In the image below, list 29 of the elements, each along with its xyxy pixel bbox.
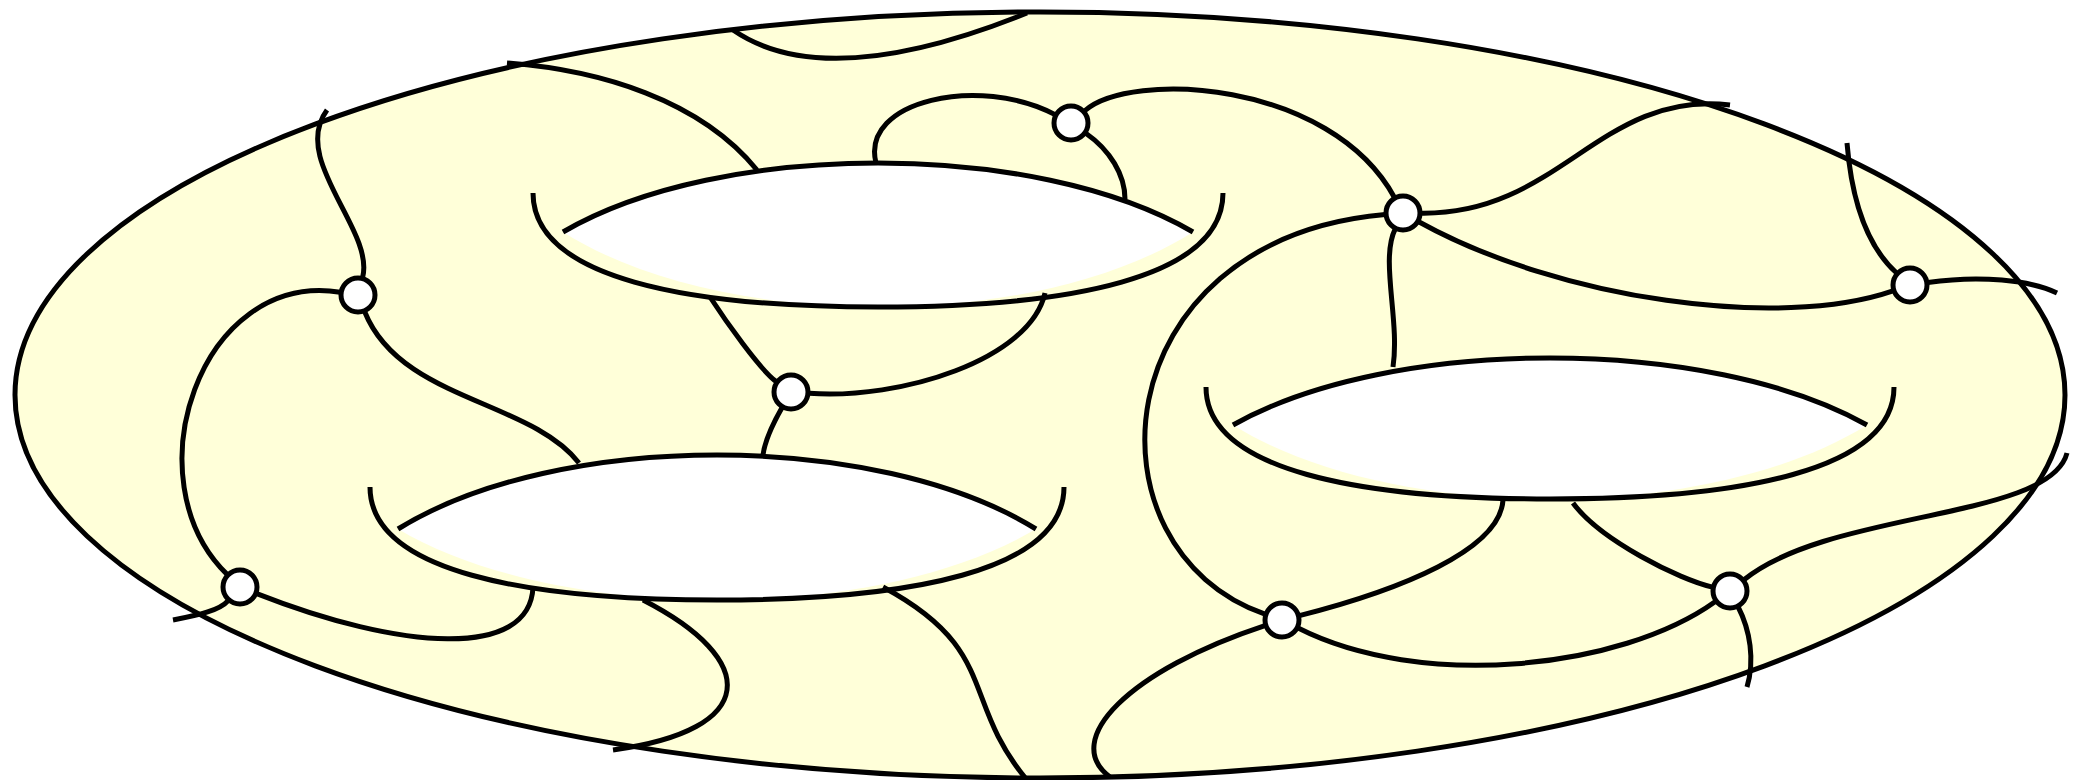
vertex-circle bbox=[338, 275, 378, 315]
vertex-circle bbox=[1051, 103, 1091, 143]
connecting-curve bbox=[1735, 605, 1754, 688]
connecting-curve bbox=[872, 93, 1057, 164]
connecting-curve bbox=[1084, 131, 1128, 200]
vertex-circle bbox=[1262, 600, 1302, 640]
connecting-curve bbox=[1298, 499, 1506, 618]
vertex-circle bbox=[1710, 571, 1750, 611]
vertex-circle bbox=[1890, 265, 1930, 305]
connecting-curve bbox=[1297, 599, 1717, 668]
connecting-curve bbox=[1742, 451, 2070, 582]
connecting-curve bbox=[1571, 501, 1714, 590]
connecting-curve bbox=[362, 310, 581, 465]
connecting-curve bbox=[1083, 86, 1397, 199]
vertex-circle bbox=[1383, 193, 1423, 233]
vertex-circle bbox=[771, 372, 811, 412]
connecting-curve bbox=[760, 406, 785, 456]
connecting-curve bbox=[179, 288, 341, 576]
connecting-curve bbox=[808, 292, 1048, 397]
connecting-curve bbox=[1386, 228, 1398, 368]
connecting-curve bbox=[315, 108, 367, 278]
connecting-curve bbox=[172, 598, 230, 623]
connecting-curve bbox=[1927, 276, 2058, 296]
connecting-curve bbox=[1844, 142, 1899, 275]
connecting-curve bbox=[1142, 212, 1386, 617]
connecting-curve bbox=[1417, 219, 1894, 311]
vertex-circle bbox=[220, 567, 260, 607]
connecting-curve bbox=[1420, 101, 1731, 216]
connecting-curve bbox=[1091, 623, 1266, 779]
